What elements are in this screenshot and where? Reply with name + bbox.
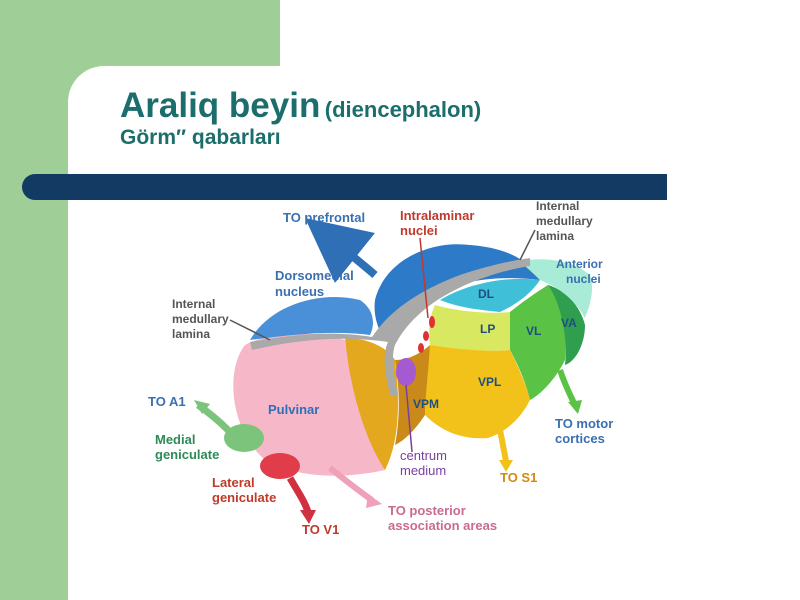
label-lp: LP <box>480 322 495 336</box>
va-region <box>548 285 585 365</box>
label-medial-geniculate-2: geniculate <box>155 447 219 462</box>
label-centrum-1: centrum <box>400 448 447 463</box>
slide-title-paren: (diencephalon) <box>324 97 482 122</box>
intralaminar-nucleus-dot-3 <box>418 343 424 353</box>
arrow-to-prefrontal <box>305 218 378 283</box>
intralaminar-nucleus-dot-2 <box>423 331 429 341</box>
label-to-motor-1: TO motor <box>555 416 613 431</box>
title-divider-bar <box>22 174 667 200</box>
label-vpm: VPM <box>413 397 439 411</box>
dorsomedial-region <box>250 296 373 340</box>
label-to-posterior-1: TO posterior <box>388 503 466 518</box>
label-to-s1: TO S1 <box>500 470 537 485</box>
arrow-to-s1 <box>497 429 509 463</box>
label-va: VA <box>561 316 577 330</box>
label-intralaminar-1: Intralaminar <box>400 208 474 223</box>
arrowhead-to-posterior <box>366 494 382 508</box>
internal-medullary-lamina <box>250 258 530 395</box>
slide-title-line: Araliq beyin (diencephalon) <box>120 86 481 126</box>
anterior-nuclei-region <box>520 259 593 318</box>
label-anterior-1: Anterior <box>556 257 603 271</box>
label-internal-top-2: medullary <box>536 214 593 228</box>
label-lateral-geniculate-2: geniculate <box>212 490 276 505</box>
label-to-posterior-2: association areas <box>388 518 497 533</box>
label-medial-geniculate-1: Medial <box>155 432 195 447</box>
intralaminar-nucleus-dot-1 <box>429 316 435 328</box>
arrow-to-v1 <box>286 476 312 514</box>
vl-region <box>510 285 566 400</box>
label-vpl: VPL <box>478 375 501 389</box>
centrum-medium-region <box>396 358 416 386</box>
arrowhead-to-s1 <box>499 460 513 472</box>
dl-region <box>440 278 540 312</box>
vpl-region <box>425 345 530 439</box>
label-to-a1: TO A1 <box>148 394 186 409</box>
label-dl: DL <box>478 287 494 301</box>
label-internal-left-2: medullary <box>172 312 229 326</box>
arrow-to-motor <box>557 369 578 407</box>
label-vl: VL <box>526 324 541 338</box>
leader-line-intralaminar <box>419 237 429 319</box>
arrowhead-to-a1 <box>194 400 210 414</box>
label-internal-left-1: Internal <box>172 297 215 311</box>
label-lateral-geniculate-1: Lateral <box>212 475 255 490</box>
label-internal-top-3: lamina <box>536 229 574 243</box>
vpm-region <box>395 345 430 445</box>
thalamus-diagram: TO prefrontal Intralaminar nuclei Intern… <box>148 199 613 537</box>
label-centrum-2: medium <box>400 463 446 478</box>
lp-region <box>429 305 514 351</box>
label-internal-top-1: Internal <box>536 199 579 213</box>
label-dorsomedial-2: nucleus <box>275 284 324 299</box>
leader-line-internal-left <box>229 319 271 341</box>
leader-line-internal-top <box>519 229 536 261</box>
label-to-prefrontal: TO prefrontal <box>283 210 365 225</box>
label-pulvinar: Pulvinar <box>268 402 319 417</box>
label-internal-left-3: lamina <box>172 327 210 341</box>
label-dorsomedial-1: Dorsomedial <box>275 268 354 283</box>
title-area: Araliq beyin (diencephalon) Görm″ qabarl… <box>120 86 481 150</box>
slide-subtitle: Görm″ qabarları <box>120 126 281 149</box>
arrowhead-to-v1 <box>300 510 316 524</box>
label-intralaminar-2: nuclei <box>400 223 438 238</box>
medial-geniculate-shape <box>224 424 264 452</box>
arrowhead-to-motor <box>568 400 582 414</box>
label-to-motor-2: cortices <box>555 431 605 446</box>
vpm-band-region <box>345 338 398 470</box>
leader-line-centrum <box>405 384 413 453</box>
pulvinar-region <box>233 333 385 476</box>
label-anterior-2: nuclei <box>566 272 601 286</box>
lateral-geniculate-shape <box>260 453 300 479</box>
slide-title: Araliq beyin <box>120 86 321 125</box>
label-to-v1: TO V1 <box>302 522 339 537</box>
